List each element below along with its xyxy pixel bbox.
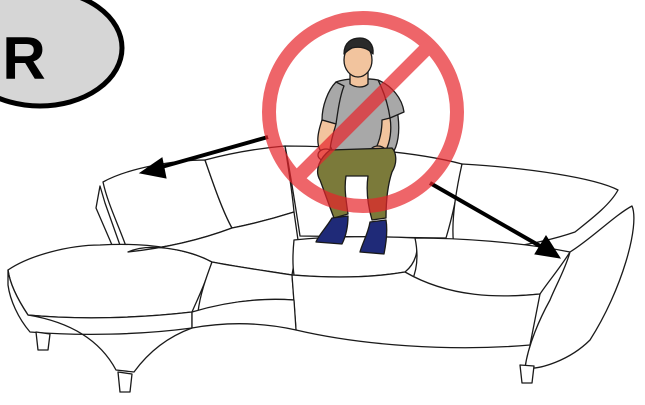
sofa-leg-middle [118,372,132,392]
sofa-seat-middle [293,237,417,277]
sofa-leg-right [520,365,534,383]
badge-letter: R [2,25,45,92]
sofa-chaise-seat [8,244,212,317]
r-label-badge: R [0,0,122,106]
sofa-leg-left [36,332,50,350]
